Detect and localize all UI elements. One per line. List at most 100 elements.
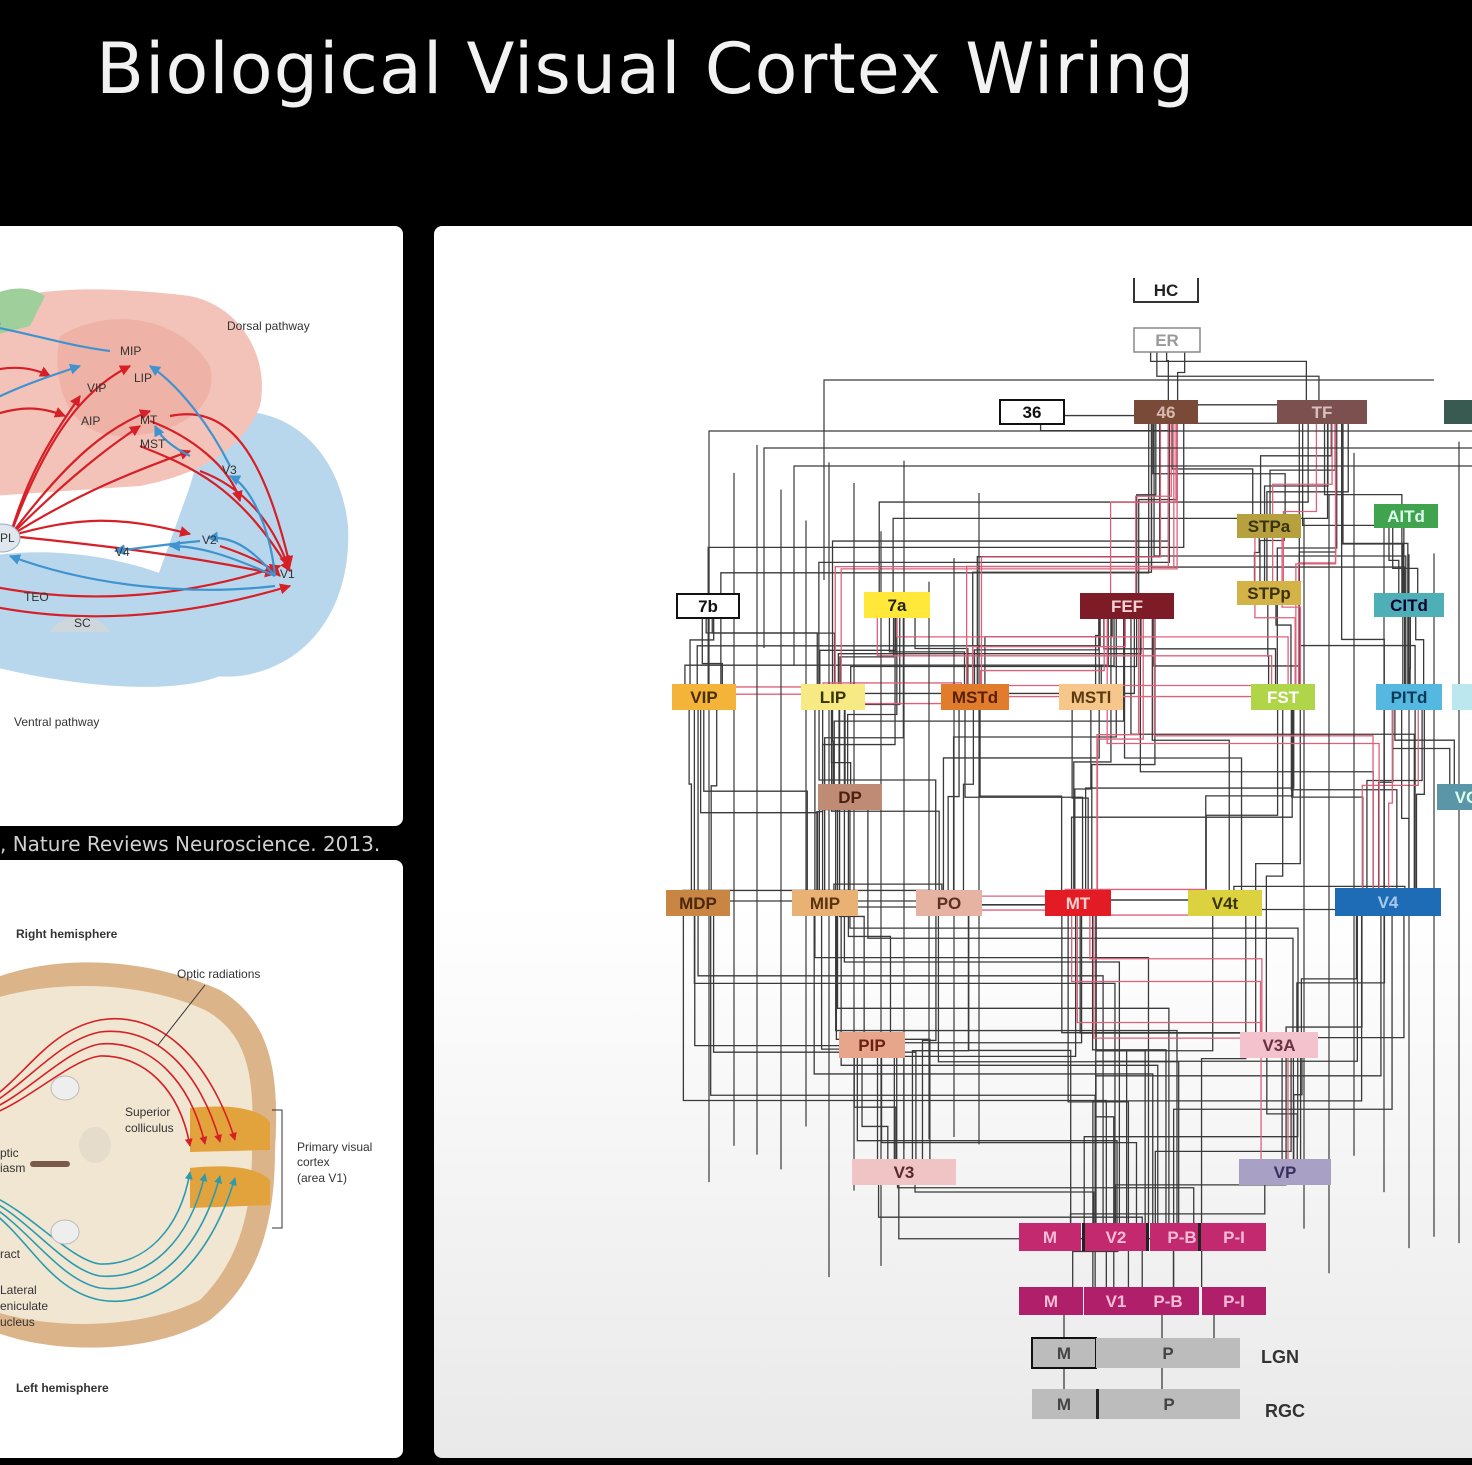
connection-wire bbox=[840, 424, 1178, 684]
connection-wire bbox=[1275, 605, 1292, 684]
connection-wire bbox=[824, 618, 905, 890]
node-mt: MT bbox=[1045, 890, 1111, 916]
connection-wire bbox=[1301, 424, 1405, 593]
connection-wire bbox=[976, 424, 1161, 684]
node-label-v1: V1 bbox=[1106, 1292, 1127, 1311]
node-aitd: AITd bbox=[1374, 504, 1438, 528]
connection-wire bbox=[1103, 619, 1277, 684]
node-label-v2_pi: P-I bbox=[1223, 1228, 1245, 1247]
node-label-rgc_p: P bbox=[1163, 1395, 1174, 1414]
connection-wire bbox=[1150, 424, 1406, 684]
node-label-v1_pb: P-B bbox=[1153, 1292, 1182, 1311]
connection-wire bbox=[793, 465, 1472, 666]
node-fef: FEF bbox=[1080, 593, 1174, 619]
connection-wire bbox=[979, 710, 1063, 890]
connection-wire bbox=[1094, 619, 1100, 684]
label-superior-line1: Superior bbox=[125, 1105, 170, 1119]
connection-wire bbox=[697, 710, 1104, 1223]
node-label-v3a: V3A bbox=[1262, 1036, 1295, 1055]
lgn-lower bbox=[50, 1219, 80, 1245]
label-lgn-line3: ucleus bbox=[0, 1315, 35, 1329]
node-mip: MIP bbox=[792, 890, 858, 916]
connection-wire bbox=[1388, 528, 1400, 593]
connection-wire bbox=[984, 619, 1113, 684]
connection-wire bbox=[1377, 710, 1394, 888]
node-v4t: V4t bbox=[1188, 890, 1262, 916]
connection-wire bbox=[1156, 352, 1320, 400]
row-divider bbox=[1096, 1389, 1099, 1419]
connection-wire bbox=[847, 810, 892, 1032]
node-label-v2_pb: P-B bbox=[1167, 1228, 1196, 1247]
label-mip: MIP bbox=[120, 344, 141, 358]
node-label-fst: FST bbox=[1267, 688, 1300, 707]
node-label-er: ER bbox=[1155, 331, 1179, 350]
connection-wire bbox=[867, 810, 1294, 1032]
node-label-mt: MT bbox=[1066, 894, 1091, 913]
node-label-pip: PIP bbox=[858, 1036, 885, 1055]
label-optic-radiations: Optic radiations bbox=[177, 967, 260, 981]
label-tract: ract bbox=[0, 1247, 21, 1261]
connection-wire bbox=[1361, 710, 1419, 888]
connection-wire bbox=[1072, 1250, 1119, 1287]
node-mdp: MDP bbox=[666, 890, 730, 916]
node-pitd: PITd bbox=[1376, 684, 1442, 710]
node-stpp: STPp bbox=[1237, 581, 1301, 605]
connection-wire bbox=[1282, 424, 1318, 581]
connection-wire bbox=[1290, 710, 1398, 888]
label-left-hemisphere: Left hemisphere bbox=[16, 1381, 109, 1395]
connection-wire bbox=[839, 618, 895, 684]
connection-wire bbox=[1106, 619, 1380, 888]
connection-wire bbox=[701, 618, 723, 684]
connection-wire bbox=[1154, 1058, 1292, 1223]
node-label-a7b: 7b bbox=[698, 597, 718, 616]
node-vo: VO bbox=[1437, 784, 1472, 810]
node-v1_pi: P-I bbox=[1202, 1287, 1266, 1315]
connection-wire bbox=[703, 710, 808, 890]
node-label-a46: 46 bbox=[1157, 403, 1176, 422]
connection-wire bbox=[966, 424, 1170, 684]
connection-wire bbox=[1200, 916, 1247, 1223]
connection-wire bbox=[1176, 352, 1186, 400]
connection-wire bbox=[1297, 424, 1337, 684]
label-ventral-pathway: Ventral pathway bbox=[14, 715, 99, 729]
connection-wire bbox=[1171, 424, 1254, 514]
connection-wire bbox=[980, 424, 1162, 684]
label-lip: LIP bbox=[134, 371, 152, 385]
node-v3a: V3A bbox=[1240, 1032, 1318, 1058]
connection-wire bbox=[1415, 617, 1425, 684]
connection-wire bbox=[1276, 424, 1338, 684]
node-label-po: PO bbox=[937, 894, 962, 913]
connection-wire bbox=[1095, 916, 1382, 1223]
lgn-upper bbox=[50, 1075, 80, 1101]
pulvinar-area bbox=[0, 523, 21, 553]
connection-wire bbox=[1153, 619, 1374, 888]
node-label-v4t: V4t bbox=[1212, 894, 1239, 913]
node-label-v2: V2 bbox=[1106, 1228, 1127, 1247]
label-v1-line1: Primary visual bbox=[297, 1140, 372, 1154]
node-fst: FST bbox=[1251, 684, 1315, 710]
node-tf: TF bbox=[1277, 400, 1367, 424]
node-pitd2 bbox=[1452, 684, 1472, 710]
connection-wire bbox=[1153, 424, 1407, 684]
connection-wire bbox=[861, 1058, 889, 1159]
connection-wire bbox=[1205, 710, 1294, 890]
node-label-hc: HC bbox=[1154, 281, 1179, 300]
connection-wire bbox=[964, 710, 1084, 890]
row-divider bbox=[1198, 1223, 1201, 1251]
node-tf2 bbox=[1444, 400, 1472, 424]
connection-wire bbox=[1123, 619, 1243, 890]
node-vp: VP bbox=[1239, 1159, 1331, 1185]
node-label-mip: MIP bbox=[810, 894, 840, 913]
node-label-mstl: MSTl bbox=[1071, 688, 1112, 707]
node-label-fef: FEF bbox=[1111, 597, 1143, 616]
connection-wire bbox=[896, 618, 1289, 684]
connection-wire bbox=[1095, 916, 1359, 1223]
connection-wire bbox=[1095, 916, 1115, 1287]
label-teo: TEO bbox=[24, 590, 49, 604]
connection-wire bbox=[1151, 619, 1230, 890]
node-a46: 46 bbox=[1134, 400, 1198, 424]
connection-wire bbox=[707, 424, 1185, 684]
node-v3: V3 bbox=[852, 1159, 956, 1185]
